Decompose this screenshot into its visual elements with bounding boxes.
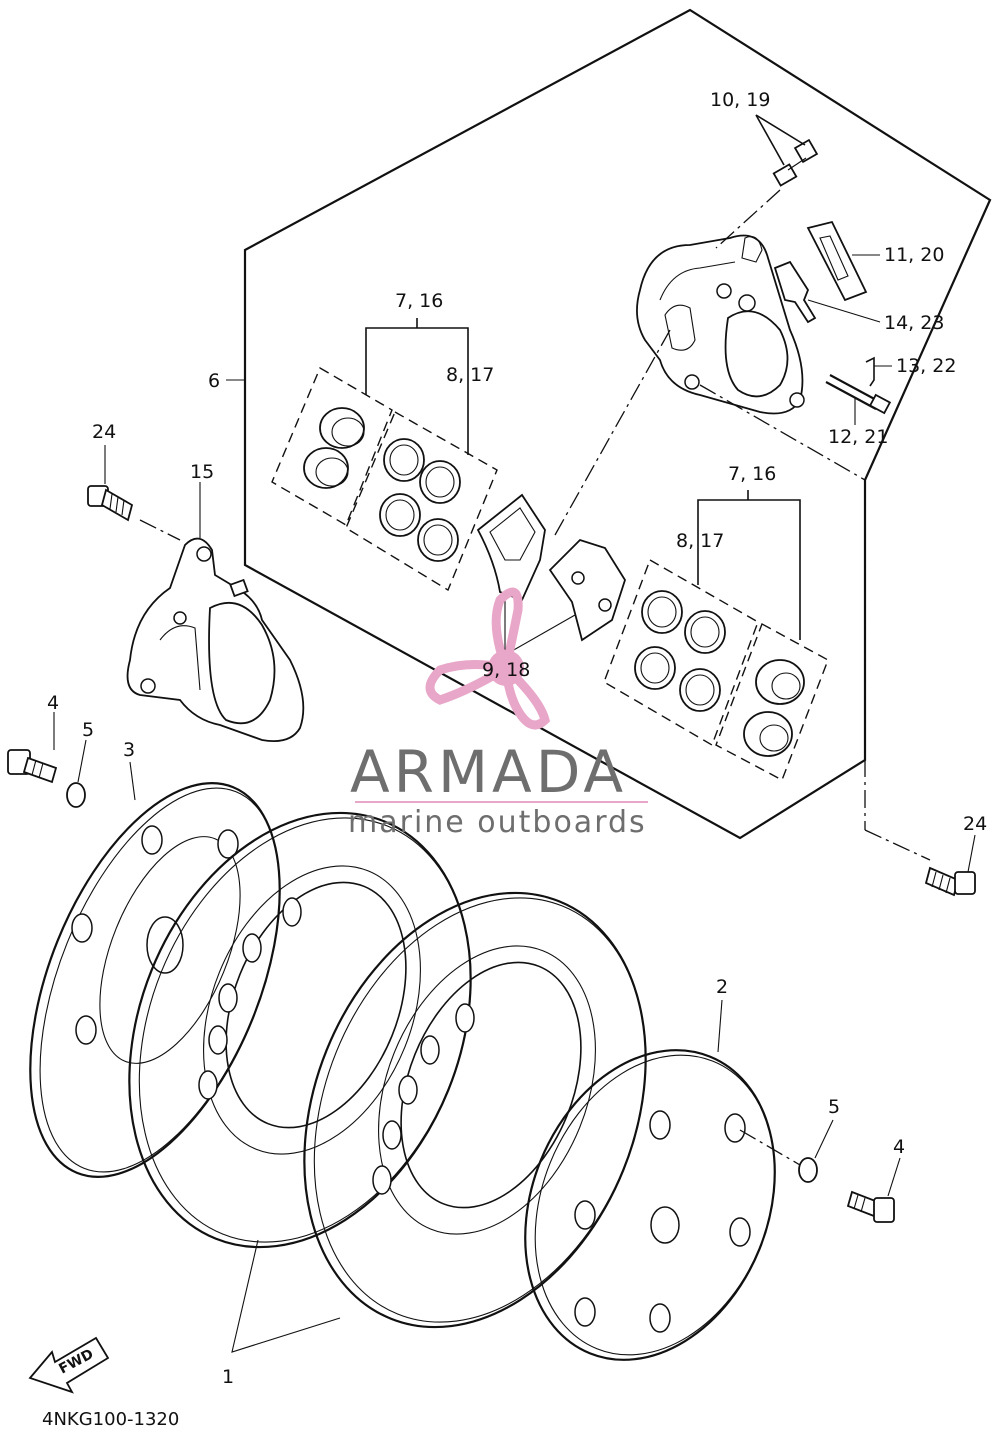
label-3: 3	[123, 739, 135, 761]
label-4-left: 4	[47, 692, 59, 714]
caliper-bolt-right	[924, 866, 976, 897]
diagram-code: 4NKG100-1320	[42, 1409, 179, 1430]
caliper-left	[126, 537, 305, 743]
label-15: 15	[190, 461, 214, 483]
label-1: 1	[222, 1366, 234, 1388]
seals-upper	[379, 438, 461, 562]
label-14-23: 14, 23	[884, 312, 944, 334]
label-2: 2	[716, 976, 728, 998]
disc-hub-left	[29, 782, 281, 1178]
brake-disc-front	[128, 811, 472, 1249]
propeller-logo	[425, 587, 550, 730]
clip	[773, 260, 817, 324]
pistons-lower	[743, 659, 805, 757]
label-13-22: 13, 22	[896, 355, 956, 377]
pad-spring	[806, 220, 868, 302]
label-24-left: 24	[92, 421, 116, 443]
label-7-16-upper: 7, 16	[395, 290, 443, 312]
label-9-18: 9, 18	[482, 659, 530, 681]
watermark: ARMADA marine outboards	[348, 587, 648, 840]
label-4-right: 4	[893, 1136, 905, 1158]
caliper-bolt-left	[87, 485, 134, 522]
label-8-17-upper: 8, 17	[446, 364, 494, 386]
label-6: 6	[208, 370, 220, 392]
watermark-name: ARMADA	[350, 738, 627, 806]
bolt-left	[7, 749, 58, 784]
fwd-arrow: FWD	[28, 1336, 110, 1394]
label-12-21: 12, 21	[828, 426, 888, 448]
label-24-right: 24	[963, 813, 987, 835]
label-8-17-lower: 8, 17	[676, 530, 724, 552]
pad-pin	[825, 374, 892, 415]
bolt-right	[846, 1190, 895, 1223]
watermark-tagline: marine outboards	[348, 805, 647, 840]
washer-left	[66, 782, 86, 808]
clip-pin	[865, 356, 875, 387]
label-7-16-lower: 7, 16	[728, 463, 776, 485]
label-5-left: 5	[82, 719, 94, 741]
label-5-right: 5	[828, 1096, 840, 1118]
seals-lower	[634, 590, 726, 712]
label-11-20: 11, 20	[884, 244, 944, 266]
washer-right	[798, 1157, 818, 1183]
caliper-right	[636, 234, 805, 415]
brake-pad-right	[548, 538, 626, 642]
brake-disc-rear	[303, 891, 647, 1329]
pistons-upper	[303, 407, 365, 489]
brake-pad-left	[476, 493, 546, 602]
bleed-screw	[772, 138, 819, 187]
disc-hub-right	[524, 1049, 776, 1361]
label-10-19: 10, 19	[710, 89, 770, 111]
